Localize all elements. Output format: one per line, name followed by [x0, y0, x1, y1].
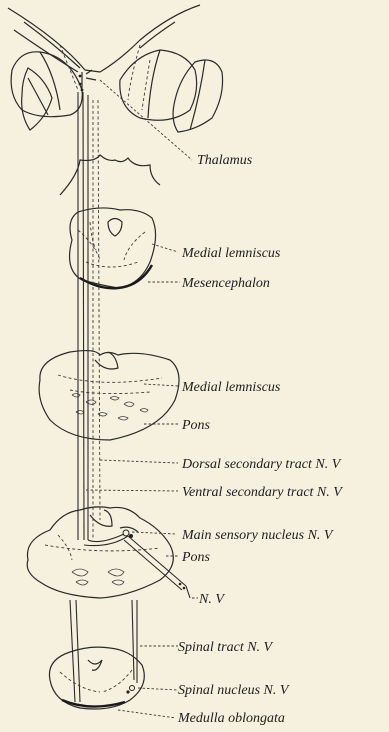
label-dorsal-secondary-tract: Dorsal secondary tract N. V — [181, 457, 342, 472]
medulla-section — [49, 647, 144, 709]
upper-pons-section — [39, 351, 179, 440]
forebrain-section — [8, 5, 223, 132]
spinal-tract-lines — [70, 600, 137, 702]
label-spinal-nucleus: Spinal nucleus N. V — [178, 683, 290, 698]
label-main-sensory-nucleus: Main sensory nucleus N. V — [181, 528, 334, 543]
labels: Thalamus Medial lemniscus Mesencephalon … — [177, 153, 343, 726]
right-lentiform — [173, 60, 222, 132]
label-pons-lower: Pons — [181, 550, 211, 565]
label-nerve-v: N. V — [198, 592, 225, 607]
label-medial-lemniscus-pons: Medial lemniscus — [181, 380, 281, 395]
mesencephalon-section — [70, 208, 156, 288]
midbrain-top-outline — [60, 155, 160, 195]
label-spinal-tract: Spinal tract N. V — [178, 640, 274, 655]
label-medial-lemniscus-mesencephalon: Medial lemniscus — [181, 246, 281, 261]
lower-pons-section — [27, 507, 173, 598]
label-medulla-oblongata: Medulla oblongata — [177, 711, 285, 726]
leader-lines — [86, 80, 198, 718]
label-mesencephalon: Mesencephalon — [181, 276, 270, 291]
right-thalamus — [120, 50, 197, 120]
left-lentiform — [22, 68, 52, 130]
label-thalamus: Thalamus — [197, 153, 253, 168]
label-ventral-secondary-tract: Ventral secondary tract N. V — [182, 485, 343, 500]
nerve-v — [124, 536, 190, 598]
label-pons-upper: Pons — [181, 418, 211, 433]
